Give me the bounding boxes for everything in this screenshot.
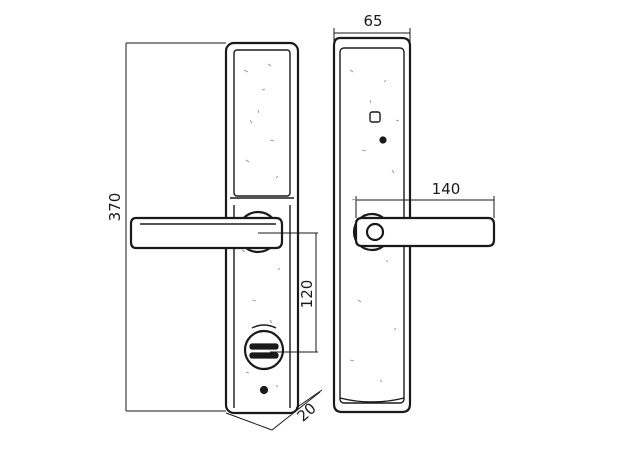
side-view xyxy=(129,41,300,415)
dimension-total-height: 370 xyxy=(106,42,226,412)
dimension-spindle-to-cylinder: 120 xyxy=(258,232,318,353)
side-key-dot xyxy=(259,385,269,395)
side-thumb-turn xyxy=(243,324,285,371)
front-sensor xyxy=(369,111,387,144)
side-lever-handle xyxy=(129,216,284,250)
dimension-total-height-label: 370 xyxy=(106,193,124,222)
dimension-handle-length: 140 xyxy=(355,180,495,218)
dimension-spindle-label: 120 xyxy=(298,280,316,309)
front-view xyxy=(332,36,496,414)
dimension-width-label: 65 xyxy=(363,12,382,30)
dimension-handle-length-label: 140 xyxy=(432,180,461,198)
front-lever-handle xyxy=(354,216,496,248)
dimension-width: 65 xyxy=(333,12,411,44)
